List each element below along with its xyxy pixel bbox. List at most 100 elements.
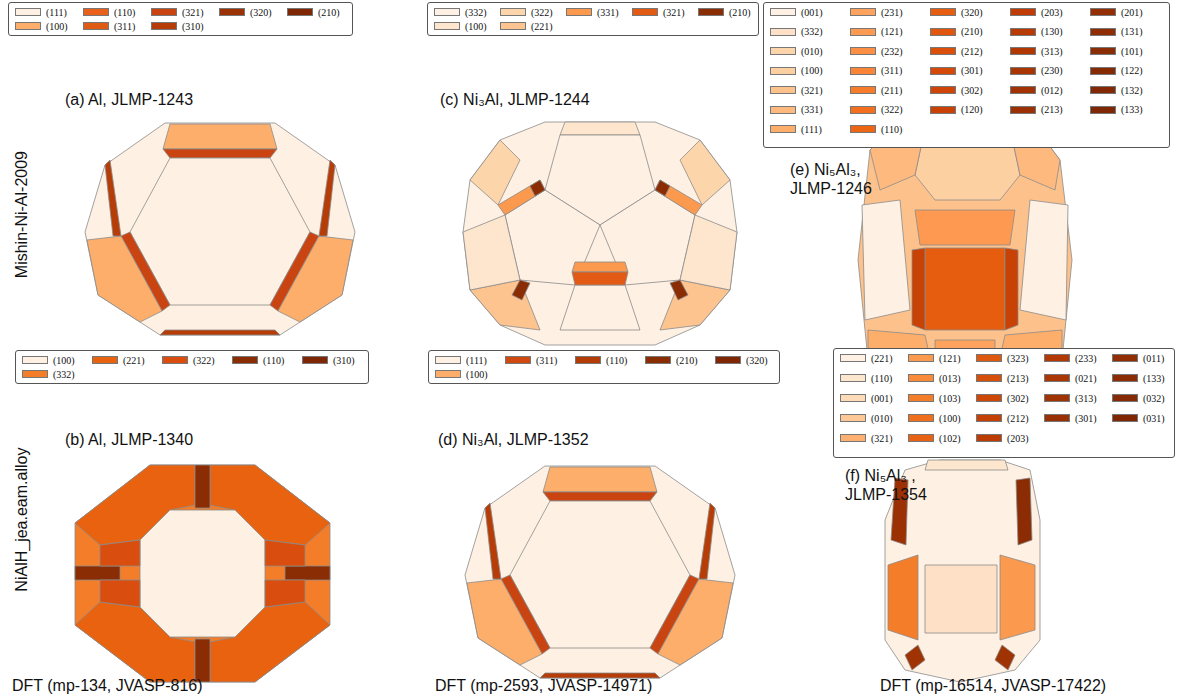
- legend-text: (031): [1143, 413, 1165, 424]
- legend-entry: (231): [850, 6, 903, 18]
- legend-swatch: [500, 8, 526, 16]
- legend-swatch: [850, 106, 876, 114]
- legend-entry: (031): [1112, 412, 1165, 424]
- crystal-facet: [572, 272, 628, 285]
- crystal-facet: [195, 465, 210, 508]
- legend-entry: (310): [151, 20, 204, 32]
- legend-text: (321): [663, 7, 685, 18]
- legend-text: (302): [961, 85, 983, 96]
- wulff-shape-b: [75, 465, 330, 682]
- legend-entry: (201): [1090, 6, 1143, 18]
- legend-text: (100): [466, 369, 488, 380]
- legend-text: (221): [531, 21, 553, 32]
- caption-text: DFT (mp-2593, JVASP-14971): [435, 676, 652, 695]
- legend-box: (111)(100)(311)(110)(210)(320): [428, 350, 780, 384]
- crystal-facet: [512, 280, 530, 300]
- legend-entry: (111): [770, 123, 822, 135]
- wulff-shape-a: [85, 123, 355, 335]
- legend-swatch: [1090, 67, 1116, 75]
- legend-box: (111)(100)(110)(311)(321)(310)(320)(210): [8, 2, 353, 36]
- crystal-facet: [463, 215, 520, 290]
- legend-entry: (210): [698, 6, 751, 18]
- legend-entry: (320): [219, 6, 272, 18]
- legend-entry: (332): [434, 6, 487, 18]
- panel-label: (c) Ni₃Al, JLMP-1244: [440, 90, 590, 109]
- legend-swatch: [840, 394, 866, 402]
- legend-entry: (211): [850, 84, 902, 96]
- row-label: NiAlH_jea.eam.alloy: [12, 448, 31, 592]
- legend-text: (103): [939, 393, 961, 404]
- legend-entry: (013): [908, 372, 961, 384]
- crystal-facet: [75, 465, 330, 682]
- legend-swatch: [1090, 8, 1116, 16]
- legend-swatch: [1090, 86, 1116, 94]
- legend-swatch: [1044, 394, 1070, 402]
- legend-text: (322): [193, 355, 215, 366]
- crystal-facet: [1020, 200, 1068, 320]
- legend-text: (320): [250, 7, 272, 18]
- legend-entry: (302): [976, 392, 1029, 404]
- legend-text: (323): [1007, 353, 1029, 364]
- legend-text: (111): [466, 355, 487, 366]
- legend-text: (010): [801, 46, 823, 57]
- legend-swatch: [930, 47, 956, 55]
- legend-swatch: [434, 22, 460, 30]
- legend-text: (210): [961, 26, 983, 37]
- legend-text: (001): [801, 7, 823, 18]
- legend-text: (311): [114, 21, 135, 32]
- legend-text: (013): [939, 373, 961, 384]
- wulff-shape-d: [465, 466, 735, 678]
- legend-text: (231): [881, 7, 903, 18]
- legend-text: (100): [465, 21, 487, 32]
- legend-entry: (100): [15, 20, 68, 32]
- legend-swatch: [632, 8, 658, 16]
- legend-text: (332): [465, 7, 487, 18]
- legend-text: (100): [801, 65, 823, 76]
- legend-text: (310): [182, 21, 204, 32]
- legend-swatch: [770, 106, 796, 114]
- legend-entry: (101): [1090, 45, 1143, 57]
- crystal-facet: [543, 467, 657, 492]
- crystal-facet: [1016, 478, 1032, 545]
- legend-text: (320): [746, 355, 768, 366]
- legend-entry: (213): [976, 372, 1029, 384]
- legend-swatch: [1010, 106, 1036, 114]
- crystal-facet: [100, 540, 140, 566]
- legend-swatch: [840, 354, 866, 362]
- legend-swatch: [850, 125, 876, 133]
- legend-swatch: [1090, 106, 1116, 114]
- legend-text: (131): [1121, 26, 1143, 37]
- legend-swatch: [1010, 86, 1036, 94]
- legend-text: (320): [961, 7, 983, 18]
- legend-swatch: [1044, 414, 1070, 422]
- crystal-facet: [888, 555, 918, 640]
- legend-entry: (320): [715, 354, 768, 366]
- legend-text: (101): [1121, 46, 1143, 57]
- legend-text: (100): [939, 413, 961, 424]
- legend-swatch: [976, 434, 1002, 442]
- legend-text: (132): [1121, 85, 1143, 96]
- legend-entry: (110): [850, 123, 902, 135]
- crystal-facet: [1005, 248, 1018, 330]
- legend-text: (203): [1041, 7, 1063, 18]
- legend-text: (203): [1007, 433, 1029, 444]
- legend-text: (133): [1143, 373, 1165, 384]
- legend-text: (321): [871, 433, 893, 444]
- legend-swatch: [930, 28, 956, 36]
- legend-swatch: [930, 106, 956, 114]
- legend-text: (012): [1041, 85, 1063, 96]
- legend-entry: (203): [1010, 6, 1063, 18]
- legend-text: (021): [1075, 373, 1097, 384]
- legend-text: (010): [871, 413, 893, 424]
- legend-swatch: [83, 22, 109, 30]
- panel-label: (f) Ni₅Al₃ , JLMP-1354: [845, 466, 963, 504]
- crystal-facet: [87, 236, 162, 322]
- legend-text: (110): [114, 7, 135, 18]
- legend-swatch: [840, 414, 866, 422]
- legend-swatch: [908, 414, 934, 422]
- legend-text: (032): [1143, 393, 1165, 404]
- legend-swatch: [162, 356, 188, 364]
- legend-text: (110): [263, 355, 284, 366]
- crystal-facet: [463, 122, 737, 345]
- legend-entry: (100): [770, 65, 823, 77]
